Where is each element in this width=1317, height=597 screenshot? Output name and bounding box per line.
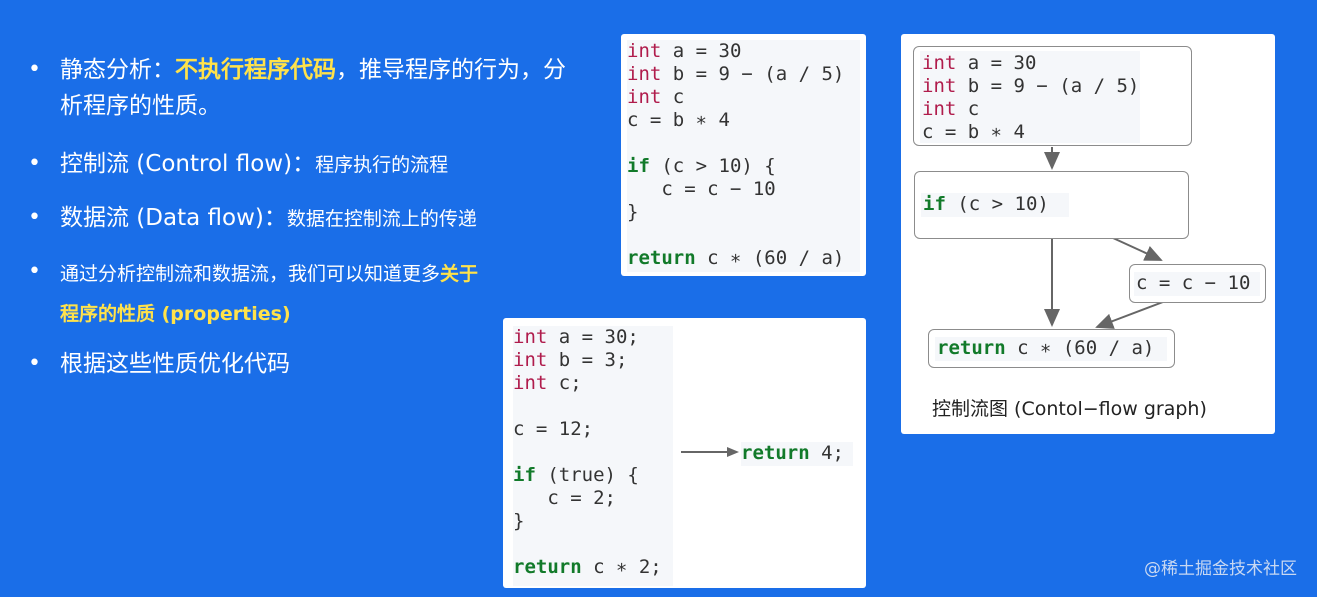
code-line: int a = 30 xyxy=(627,40,741,63)
code-text: (c > 10) xyxy=(945,193,1049,215)
code-text: c ∗ (60 / a) xyxy=(1005,337,1155,359)
bullet-text-part: 静态分析： xyxy=(60,57,175,83)
code-line: int a = 30 xyxy=(922,52,1036,75)
bullet-text-part: 通过分析控制流和数据流，我们可以知道更多 xyxy=(60,263,441,285)
cfg-edges xyxy=(1044,147,1164,329)
keyword: int xyxy=(513,372,548,394)
cfg-node-entry: int a = 30 int b = 9 − (a / 5) int c c =… xyxy=(913,46,1192,146)
bullet-dot: • xyxy=(28,205,41,230)
original-code-block: int a = 30 int b = 9 − (a / 5) int c c =… xyxy=(627,40,860,272)
code-text: (true) { xyxy=(535,464,639,486)
code-line: c = 2; xyxy=(513,487,616,509)
optimized-code-block: int a = 30; int b = 3; int c; c = 12; if… xyxy=(513,326,673,586)
bullet-text-part: 数据流 (Data flow)： xyxy=(60,205,287,231)
keyword: if xyxy=(513,464,536,486)
right-arrow-icon xyxy=(681,447,739,457)
bullet-text: 数据流 (Data flow)：数据在控制流上的传递 xyxy=(60,200,590,237)
bullet-dot: • xyxy=(28,351,41,376)
code-line: c = b ∗ 4 xyxy=(922,121,1025,143)
keyword: int xyxy=(513,326,548,348)
highlight-text: 程序的性质 (properties) xyxy=(60,303,291,325)
code-text: (c > 10) { xyxy=(649,155,776,177)
bullet-text: 通过分析控制流和数据流，我们可以知道更多关于程序的性质 (properties) xyxy=(60,254,590,334)
cfg-node-return: return c ∗ (60 / a) xyxy=(928,329,1175,368)
code-line: c = c − 10 xyxy=(627,178,776,200)
cfg-edge xyxy=(1112,237,1163,261)
optimized-result: return 4; xyxy=(741,442,853,466)
code-line: } xyxy=(627,201,639,223)
highlight-text: 不执行程序代码 xyxy=(175,57,336,83)
keyword: int xyxy=(922,75,957,97)
code-text: c ∗ (60 / a) xyxy=(695,247,845,269)
code-text: 4; xyxy=(809,442,844,464)
bullet-dot: • xyxy=(28,259,41,284)
keyword: return xyxy=(627,247,696,269)
keyword: int xyxy=(922,52,957,74)
bullet-text-part: ，推导程序的行为，分 xyxy=(336,57,566,83)
code-text: b = 9 − (a / 5) xyxy=(956,75,1140,97)
code-line: int c; xyxy=(513,372,582,395)
code-line: int c xyxy=(627,86,684,109)
code-line: return c ∗ 2; xyxy=(513,556,662,579)
control-flow-graph-card: int a = 30 int b = 9 − (a / 5) int c c =… xyxy=(901,34,1275,434)
cfg-node-then: c = c − 10 xyxy=(1129,264,1266,303)
cfg-caption: 控制流图 (Contol−flow graph) xyxy=(932,398,1207,420)
cfg-node-condition: if (c > 10) xyxy=(914,171,1189,239)
code-line: int a = 30; xyxy=(513,326,639,349)
code-line: c = b ∗ 4 xyxy=(627,109,730,131)
code-line: c = c − 10 xyxy=(1136,272,1251,294)
keyword: int xyxy=(627,40,662,62)
original-code-card: int a = 30 int b = 9 − (a / 5) int c c =… xyxy=(621,34,866,276)
bullet-dot: • xyxy=(28,151,41,176)
code-text: c xyxy=(661,86,685,108)
code-text: a = 30; xyxy=(547,326,639,348)
code-line: c = 12; xyxy=(513,418,594,440)
bullet-text: 控制流 (Control flow)：程序执行的流程 xyxy=(60,146,590,183)
code-line: if (true) { xyxy=(513,464,639,487)
code-line: int b = 9 − (a / 5) xyxy=(627,63,844,86)
bullet-text: 静态分析：不执行程序代码，推导程序的行为，分析程序的性质。 xyxy=(60,52,590,124)
code-text: c xyxy=(956,98,980,120)
code-text: c ∗ 2; xyxy=(581,556,662,578)
keyword: int xyxy=(627,63,662,85)
cfg-edge xyxy=(1095,301,1164,329)
code-line: int c xyxy=(922,98,979,121)
bullet-text-part: 析程序的性质。 xyxy=(60,93,221,119)
code-line: return c ∗ (60 / a) xyxy=(937,337,1154,360)
keyword: return xyxy=(937,337,1006,359)
code-line: return c ∗ (60 / a) xyxy=(627,247,844,270)
optimized-code-card: int a = 30; int b = 3; int c; c = 12; if… xyxy=(503,318,866,588)
code-line: if (c > 10) { xyxy=(627,155,776,178)
code-text: a = 30 xyxy=(661,40,742,62)
code-line: int b = 9 − (a / 5) xyxy=(922,75,1139,98)
keyword: int xyxy=(922,98,957,120)
code-text: b = 9 − (a / 5) xyxy=(661,63,845,85)
highlight-text: 关于 xyxy=(440,263,479,285)
code-line: } xyxy=(513,510,525,532)
code-text: a = 30 xyxy=(956,52,1037,74)
code-text: b = 3; xyxy=(547,349,628,371)
keyword: return xyxy=(741,442,810,464)
keyword: return xyxy=(513,556,582,578)
keyword: if xyxy=(627,155,650,177)
watermark: @稀土掘金技术社区 xyxy=(1144,559,1297,579)
bullet-text-part: 程序执行的流程 xyxy=(315,154,449,176)
code-line: return 4; xyxy=(741,442,844,465)
code-text: c; xyxy=(547,372,582,394)
bullet-text: 根据这些性质优化代码 xyxy=(60,351,290,377)
code-line: int b = 3; xyxy=(513,349,627,372)
code-line: if (c > 10) xyxy=(923,193,1049,216)
bullet-dot: • xyxy=(28,57,41,82)
bullet-text-part: 数据在控制流上的传递 xyxy=(286,208,477,230)
keyword: int xyxy=(627,86,662,108)
bullet-text-part: 控制流 (Control flow)： xyxy=(60,151,316,177)
keyword: int xyxy=(513,349,548,371)
keyword: if xyxy=(923,193,946,215)
